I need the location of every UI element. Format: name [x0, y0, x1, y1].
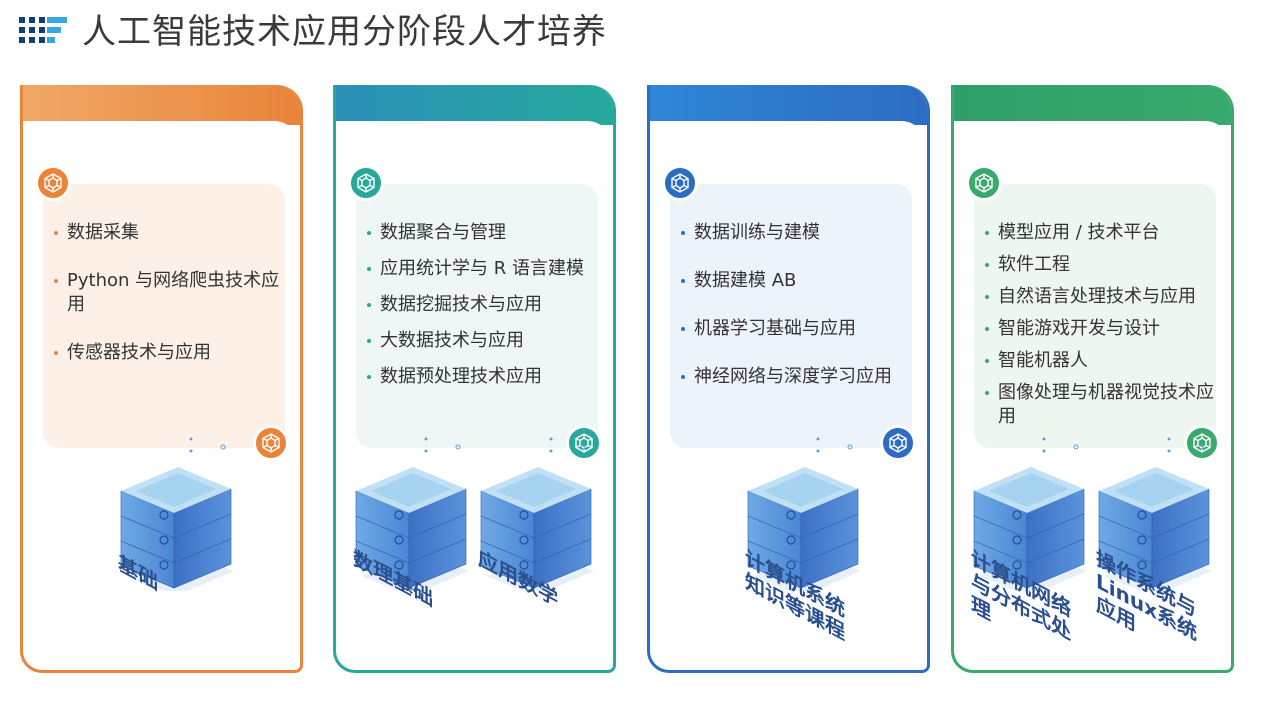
- course-item: 数据建模 AB: [680, 269, 916, 293]
- course-panel: [670, 184, 912, 448]
- sparkle-dots: [189, 437, 226, 453]
- card-header-band: [336, 85, 613, 125]
- sparkle-dots: [549, 437, 586, 453]
- network-icon: [35, 165, 71, 201]
- card-body: 数据聚合与管理应用统计学与 R 语言建模数据挖掘技术与应用大数据技术与应用数据预…: [336, 121, 613, 670]
- server-illustration: [969, 461, 1089, 596]
- server-illustration: [476, 461, 596, 596]
- course-item: 图像处理与机器视觉技术应用: [984, 381, 1220, 429]
- course-item: 神经网络与深度学习应用: [680, 365, 916, 389]
- logo-icon: [19, 17, 67, 43]
- stage-card-2: 数据聚合与管理应用统计学与 R 语言建模数据挖掘技术与应用大数据技术与应用数据预…: [333, 85, 616, 673]
- card-header-band: [650, 85, 927, 125]
- network-icon: [966, 165, 1002, 201]
- course-item: 模型应用 / 技术平台: [984, 221, 1220, 245]
- course-item: 大数据技术与应用: [366, 329, 602, 353]
- network-icon: [1184, 425, 1220, 461]
- server-illustration: [743, 461, 863, 596]
- page-title: 人工智能技术应用分阶段人才培养: [82, 12, 607, 52]
- server-illustration: [116, 461, 236, 596]
- course-item: 机器学习基础与应用: [680, 317, 916, 341]
- course-item: 智能机器人: [984, 349, 1220, 373]
- course-list: 数据聚合与管理应用统计学与 R 语言建模数据挖掘技术与应用大数据技术与应用数据预…: [366, 221, 602, 401]
- course-list: 数据训练与建模数据建模 AB 机器学习基础与应用神经网络与深度学习应用: [680, 221, 916, 413]
- course-list: 模型应用 / 技术平台软件工程自然语言处理技术与应用智能游戏开发与设计智能机器人…: [984, 221, 1220, 437]
- sparkle-dots: [1042, 437, 1079, 453]
- course-item: 应用统计学与 R 语言建模: [366, 257, 602, 281]
- card-body: 模型应用 / 技术平台软件工程自然语言处理技术与应用智能游戏开发与设计智能机器人…: [954, 121, 1231, 670]
- server-illustration: [351, 461, 471, 596]
- network-icon: [880, 425, 916, 461]
- course-item: 数据采集: [53, 221, 289, 245]
- course-item: 自然语言处理技术与应用: [984, 285, 1220, 309]
- stage-card-4: 模型应用 / 技术平台软件工程自然语言处理技术与应用智能游戏开发与设计智能机器人…: [951, 85, 1234, 673]
- network-icon: [348, 165, 384, 201]
- network-icon: [253, 425, 289, 461]
- course-item: 数据训练与建模: [680, 221, 916, 245]
- sparkle-dots: [424, 437, 461, 453]
- course-panel: [974, 184, 1216, 448]
- course-item: 软件工程: [984, 253, 1220, 277]
- card-header-band: [954, 85, 1231, 125]
- course-panel: [356, 184, 598, 448]
- course-item: 数据预处理技术应用: [366, 365, 602, 389]
- sparkle-dots: [816, 437, 853, 453]
- course-item: 传感器技术与应用: [53, 341, 289, 365]
- course-item: 智能游戏开发与设计: [984, 317, 1220, 341]
- network-icon: [566, 425, 602, 461]
- network-icon: [662, 165, 698, 201]
- course-list: 数据采集 Python 与网络爬虫技术应用传感器技术与应用: [53, 221, 289, 389]
- course-panel: [43, 184, 285, 448]
- server-illustration: [1094, 461, 1214, 596]
- course-item: 数据聚合与管理: [366, 221, 602, 245]
- card-header-band: [23, 85, 300, 125]
- course-item: 数据挖掘技术与应用: [366, 293, 602, 317]
- course-item: Python 与网络爬虫技术应用: [53, 269, 289, 317]
- sparkle-dots: [1167, 437, 1204, 453]
